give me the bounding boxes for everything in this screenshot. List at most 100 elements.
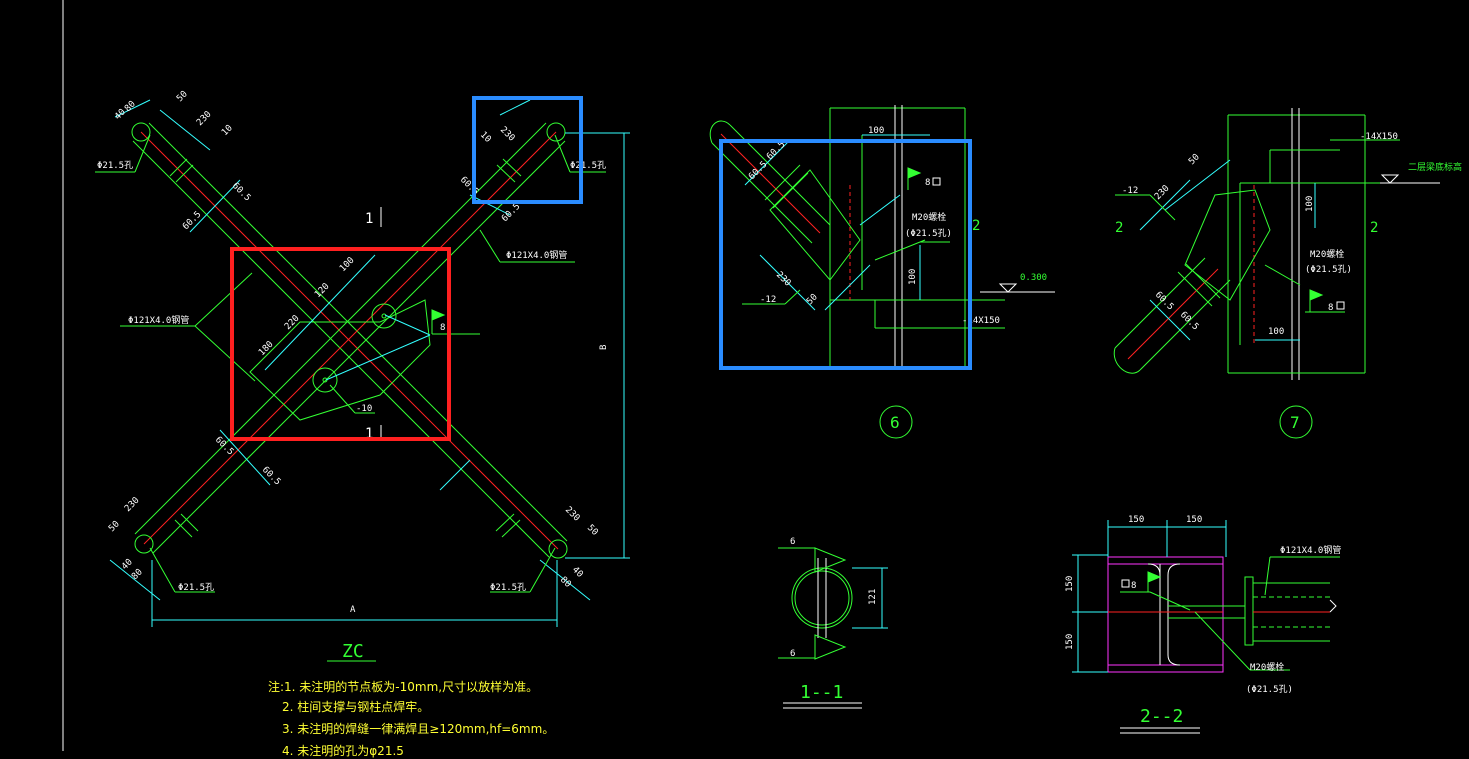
highlight-box-detail-6[interactable] [719, 139, 972, 370]
detail-6-elevation: 0.300 [1020, 273, 1047, 283]
detail-6-dims [744, 134, 930, 311]
detail-6-leaders [742, 167, 1055, 329]
section-2-2-dim-150b: 150 [1186, 515, 1202, 525]
pipe-tr-bl [134, 122, 566, 554]
detail-6-label: 6 [890, 413, 900, 432]
section-2-2-weld: 8 [1131, 581, 1136, 591]
zc-leaders [95, 134, 606, 593]
detail-7-dim-605a: 60.5 [1153, 290, 1175, 312]
section-2-2-drawing[interactable] [1072, 520, 1340, 734]
section-2-2-dim-150a: 150 [1128, 515, 1144, 525]
zc-dim-100: 100 [338, 256, 357, 275]
zc-dim-50b: 50 [107, 519, 122, 534]
zc-dim-220: 220 [283, 314, 302, 333]
detail-7-angle: -14X150 [1360, 132, 1398, 142]
zc-weld: 8 [440, 323, 445, 333]
pipe-end-bands [169, 158, 522, 538]
note-3: 3. 未注明的焊缝一律满焊且≥120mm,hf=6mm。 [282, 722, 555, 736]
detail-6-bolt: M20螺栓 [912, 211, 946, 223]
detail-6-label-circle [879, 405, 913, 439]
zc-dimensions [109, 99, 630, 627]
zc-dim-50c: 50 [585, 523, 600, 538]
zc-pipe-right: Φ121X4.0钢管 [506, 249, 567, 261]
section-1-1-drawing[interactable] [778, 547, 888, 709]
detail-6-dim-100: 100 [868, 126, 884, 136]
detail-6-dim-100v: 100 [908, 269, 918, 285]
highlight-box-center[interactable] [230, 247, 451, 441]
section-1-1-weld-bottom: 6 [790, 649, 795, 659]
zc-dim-80c: 80 [558, 575, 573, 590]
detail-7-dim-230: 230 [1153, 184, 1172, 203]
detail-7-dim-100v: 100 [1305, 196, 1315, 212]
section-1-1-dim [852, 567, 888, 629]
zc-pipe-left: Φ121X4.0钢管 [128, 314, 189, 326]
detail-6-angle: -14X150 [962, 316, 1000, 326]
section-2-2-pipe: Φ121X4.0钢管 [1280, 544, 1341, 556]
detail-6-labels: 100 8 M20螺栓 (Φ21.5孔) 100 0.300 -12 -14X1… [747, 126, 1047, 326]
section-1-1-labels: 6 6 121 [790, 537, 878, 659]
zc-title: ZC [342, 641, 364, 662]
section-2-2-weld-box [1121, 579, 1130, 588]
detail-7-section-right: 2 [1370, 220, 1378, 236]
zc-section-bottom: 1 [365, 426, 373, 442]
zc-section-top: 1 [365, 211, 373, 227]
zc-dim-230b: 230 [123, 496, 142, 515]
section-2-2-dim-150c: 150 [1065, 576, 1075, 592]
zc-labels: Φ21.5孔 Φ21.5孔 Φ21.5孔 Φ21.5孔 Φ121X4.0钢管 Φ… [97, 89, 609, 615]
detail-6-drawing[interactable] [709, 105, 1055, 370]
note-2: 2. 柱间支撑与钢柱点焊牢。 [282, 700, 430, 714]
zc-dim-230c: 230 [563, 505, 582, 524]
detail-7-pipe [1113, 189, 1271, 374]
highlight-box-top-right[interactable] [472, 96, 583, 204]
detail-7-dim-50: 50 [1187, 152, 1202, 167]
pipe-tl-br [131, 122, 568, 559]
detail-6-column [829, 105, 1005, 370]
detail-7-column [1227, 108, 1400, 380]
section-1-1-weld-top: 6 [790, 537, 795, 547]
zc-dim-50: 50 [175, 89, 190, 104]
section-2-2-column [1107, 556, 1224, 673]
zc-plate: -10 [356, 404, 372, 414]
zc-hole-bl: Φ21.5孔 [178, 582, 214, 593]
zc-dim-40c: 40 [570, 565, 585, 580]
zc-dim-230: 230 [195, 110, 214, 129]
detail-6-dim-230: 230 [774, 270, 793, 289]
detail-7-hole: (Φ21.5孔) [1305, 264, 1352, 275]
zc-brace-drawing[interactable] [95, 99, 630, 662]
zc-hole-tl: Φ21.5孔 [97, 160, 133, 171]
detail-6-section-mark: 2 [972, 218, 980, 234]
section-2-2-web [1147, 563, 1181, 666]
section-2-2-leaders [1120, 556, 1340, 671]
detail-6-dim-50: 50 [805, 292, 820, 307]
detail-6-weld-box [932, 177, 941, 186]
zc-dim-120: 120 [313, 282, 332, 301]
zc-dim-605f: 60.5 [260, 465, 282, 487]
section-1-1-title: 1--1 [800, 682, 843, 703]
zc-dim-605a: 60.5 [230, 181, 252, 203]
section-1-1-shape [778, 547, 853, 660]
detail-7-labels: -14X150 二层梁底标高 -12 100 M20螺栓 (Φ21.5孔) 8 … [1115, 132, 1462, 337]
detail-6-weld: 8 [925, 178, 930, 188]
detail-7-plate: -12 [1122, 186, 1138, 196]
detail-7-weld: 8 [1328, 303, 1333, 313]
detail-6-dim-605a: 60.5 [765, 140, 787, 162]
detail-6-plate: -12 [760, 295, 776, 305]
detail-7-label: 7 [1290, 413, 1300, 432]
zc-hole-br: Φ21.5孔 [490, 582, 526, 593]
detail-6-label-group: 6 [879, 405, 913, 439]
detail-7-dims [1139, 159, 1316, 341]
zc-dim-180: 180 [257, 340, 276, 359]
section-2-2-title: 2--2 [1140, 706, 1183, 727]
detail-7-level: 二层梁底标高 [1408, 161, 1462, 173]
detail-7-bolt: M20螺栓 [1310, 248, 1344, 260]
zc-dim-80b: 80 [130, 567, 145, 582]
detail-6-hole: (Φ21.5孔) [905, 228, 952, 239]
detail-7-drawing[interactable] [1113, 108, 1440, 380]
zc-dim-230d: 230 [498, 125, 517, 144]
center-gusset [249, 299, 480, 421]
section-2-2-labels: 150 150 150 150 Φ121X4.0钢管 8 M20螺栓 (Φ21.… [1065, 515, 1341, 695]
note-1: 注:1. 未注明的节点板为-10mm,尺寸以放样为准。 [268, 680, 539, 694]
section-2-2-brace [1108, 576, 1337, 646]
zc-dim-10: 10 [220, 123, 235, 138]
